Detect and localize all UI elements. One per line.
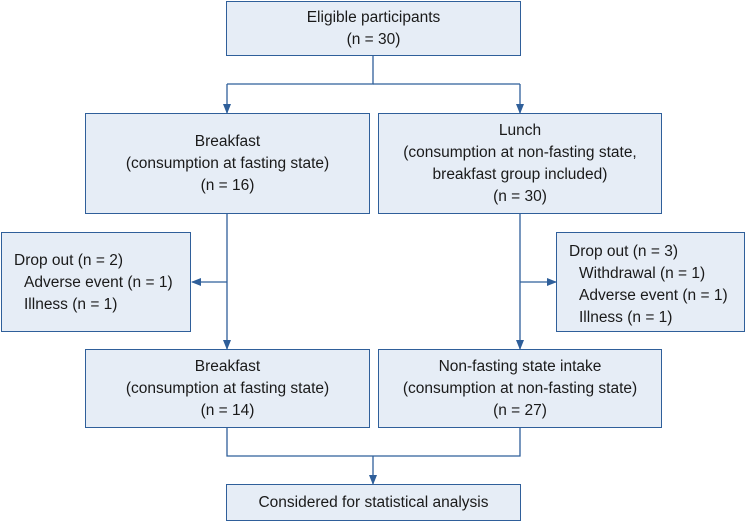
dropout-left-reason: Illness (n = 1) bbox=[24, 296, 118, 313]
dropout-left-title: Drop out (n = 2) bbox=[14, 252, 123, 269]
breakfast-final-title: Breakfast bbox=[194, 357, 261, 375]
dropout-right-box: Drop out (n = 3) Withdrawal (n = 1) Adve… bbox=[556, 232, 745, 332]
breakfast-final-count: (n = 14) bbox=[200, 401, 255, 419]
nonfasting-final-count: (n = 27) bbox=[493, 401, 547, 419]
eligible-participants-box: Eligible participants (n = 30) bbox=[226, 1, 521, 56]
breakfast-final-desc: (consumption at fasting state) bbox=[125, 379, 330, 397]
statistical-analysis-box: Considered for statistical analysis bbox=[226, 484, 521, 521]
eligible-title: Eligible participants bbox=[306, 8, 441, 26]
lunch-box: Lunch (consumption at non-fasting state,… bbox=[378, 113, 662, 214]
analysis-label: Considered for statistical analysis bbox=[258, 493, 489, 511]
lunch-desc-1: (consumption at non-fasting state, bbox=[403, 143, 637, 161]
nonfasting-final-desc: (consumption at non-fasting state) bbox=[402, 379, 638, 397]
dropout-right-reason: Adverse event (n = 1) bbox=[579, 287, 728, 304]
dropout-right-reason: Withdrawal (n = 1) bbox=[579, 265, 706, 282]
eligible-count: (n = 30) bbox=[346, 30, 401, 48]
lunch-count: (n = 30) bbox=[493, 187, 547, 205]
dropout-left-reason: Adverse event (n = 1) bbox=[24, 274, 173, 291]
split-connector bbox=[227, 56, 374, 85]
dropout-right-reason: Illness (n = 1) bbox=[579, 309, 673, 326]
breakfast-final-box: Breakfast (consumption at fasting state)… bbox=[85, 349, 370, 428]
breakfast-initial-box: Breakfast (consumption at fasting state)… bbox=[85, 113, 370, 214]
nonfasting-final-box: Non-fasting state intake (consumption at… bbox=[378, 349, 662, 428]
breakfast-initial-count: (n = 16) bbox=[200, 176, 255, 194]
merge-connector bbox=[226, 428, 521, 457]
breakfast-initial-title: Breakfast bbox=[194, 132, 261, 150]
dropout-right-title: Drop out (n = 3) bbox=[569, 243, 678, 260]
nonfasting-final-title: Non-fasting state intake bbox=[438, 357, 602, 375]
lunch-title: Lunch bbox=[498, 121, 542, 139]
breakfast-initial-desc: (consumption at fasting state) bbox=[125, 154, 330, 172]
dropout-left-box: Drop out (n = 2) Adverse event (n = 1) I… bbox=[1, 232, 191, 332]
lunch-desc-2: breakfast group included) bbox=[432, 165, 608, 183]
